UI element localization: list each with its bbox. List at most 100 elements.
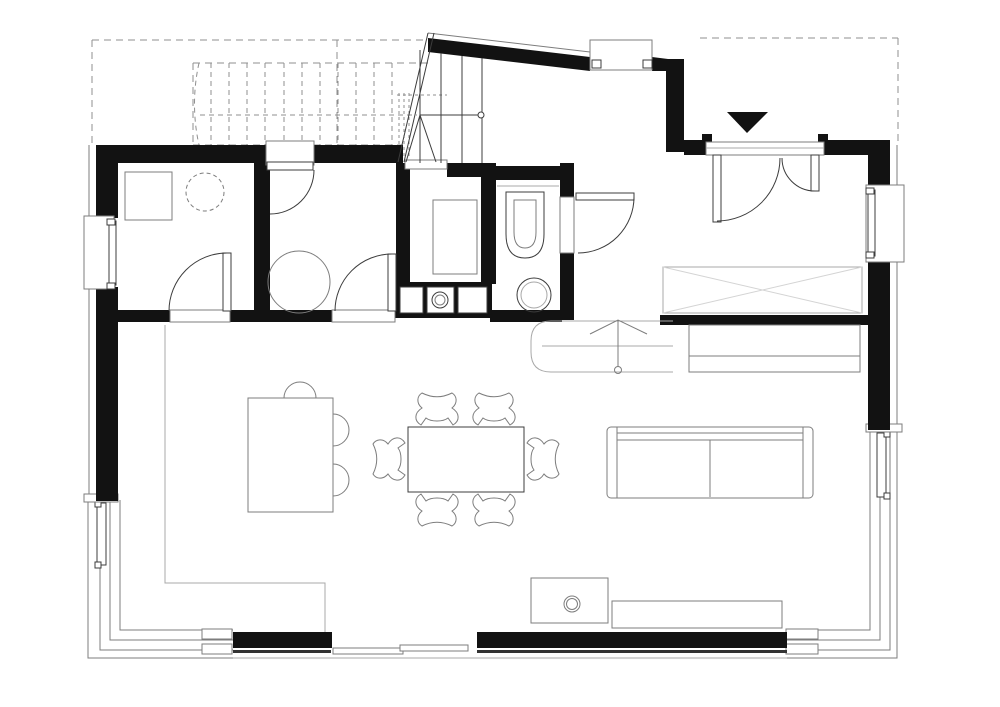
door-room1-leaf	[222, 252, 232, 312]
sliding-door-panel-b	[399, 644, 469, 652]
shaft-pipe-inner	[434, 294, 446, 306]
laundry-tub-circle	[267, 250, 331, 314]
stair-upper-door-opening	[265, 140, 315, 166]
window-north-handle-b	[642, 59, 653, 69]
side-table	[247, 397, 334, 513]
entry-jamb-right	[818, 134, 828, 143]
door-wc-swing	[577, 196, 635, 254]
wall-wc-right-upper	[560, 163, 574, 197]
shaft-box-a	[399, 286, 424, 314]
corner-window-left-sash	[96, 502, 107, 566]
wc-basin-outer	[516, 277, 552, 313]
window-left-handle-b	[106, 282, 116, 290]
facade-line-north	[427, 32, 591, 53]
stair-cut-line-a	[403, 32, 435, 163]
door-stair-leaf	[266, 161, 314, 171]
wall-rooms-bottom-b	[230, 310, 332, 322]
corner-window-right-1	[787, 430, 898, 659]
door-room1-threshold	[169, 309, 231, 323]
door-room2-leaf	[387, 253, 397, 312]
wall-top-left-b	[314, 145, 403, 163]
wardrobe-box	[662, 266, 863, 314]
dining-table	[407, 426, 525, 493]
appliance-box	[124, 171, 173, 221]
entrance-marker	[727, 112, 768, 133]
entry-door-leaf-main	[712, 154, 722, 223]
stool-arc-top	[283, 381, 317, 399]
door-room1-swing	[168, 252, 228, 312]
corner-window-right-block-b	[785, 643, 819, 655]
corner-window-right-2	[787, 430, 891, 651]
corner-window-left-3	[109, 500, 233, 641]
stair-walkline-start	[477, 111, 485, 119]
corner-window-right-block-a	[785, 628, 819, 640]
entry-jamb-left	[702, 134, 712, 143]
wall-room-divider	[254, 163, 270, 311]
stool-arc-right-1	[332, 413, 350, 447]
wall-left-upper	[96, 145, 118, 218]
wall-bottom-b	[477, 632, 787, 648]
door-stair-swing	[269, 169, 315, 215]
vent-outlet-circle	[614, 366, 622, 374]
dining-chair	[415, 493, 459, 527]
window-right-handle-b	[865, 251, 875, 259]
shaft-box-b	[426, 286, 455, 314]
sideboard	[688, 324, 861, 373]
window-left-handle-a	[106, 218, 116, 226]
dining-chair	[372, 437, 406, 481]
kitchen-island	[530, 577, 609, 624]
wall-hall-living	[660, 315, 873, 325]
toilet-inner	[513, 199, 537, 249]
sill-bottom-a	[233, 650, 331, 653]
wall-north-slanted	[428, 38, 590, 71]
kitchen-counter	[611, 600, 783, 629]
dining-chair	[526, 437, 560, 481]
door-room2-threshold	[331, 309, 396, 323]
wall-bottom-a	[233, 632, 332, 648]
door-wc-leaf	[575, 192, 635, 201]
corner-window-left-1	[87, 500, 233, 659]
island-sink-outer	[563, 595, 581, 613]
corner-window-left-block-b	[201, 643, 233, 655]
wall-bath-divider	[481, 163, 496, 284]
corner-window-left-4	[119, 500, 233, 631]
entry-door-swing-main	[716, 157, 781, 222]
dining-chair	[472, 392, 516, 426]
island-sink-inner	[566, 598, 578, 610]
corner-window-right-3	[787, 430, 881, 641]
wall-entry-west	[666, 59, 684, 152]
shaft-pipe-outer	[431, 291, 449, 309]
sliding-door-panel-a	[332, 647, 404, 655]
door-wc-jamb	[559, 196, 575, 254]
wall-top-right	[822, 140, 890, 155]
wardrobe-cross-2	[662, 266, 863, 314]
corner-window-right-sash	[876, 432, 887, 498]
wall-right-main	[868, 260, 890, 430]
entry-door-leaf-side	[810, 154, 820, 192]
wall-room2-right	[396, 163, 410, 284]
stair-threshold	[404, 159, 448, 170]
stool-arc-right-2	[332, 463, 350, 497]
wc-basin-inner	[520, 281, 548, 309]
vent-duct	[530, 320, 673, 373]
dining-chair	[415, 392, 459, 426]
dining-chair	[472, 493, 516, 527]
corner-window-right-handle-b	[883, 492, 891, 500]
entry-door-swing-side	[781, 157, 816, 192]
stair-winder-b	[419, 114, 437, 163]
window-right-sash	[867, 189, 876, 257]
shaft-box-c	[457, 286, 488, 314]
window-left-sash	[108, 220, 117, 286]
floor-edge-line	[164, 325, 326, 632]
shower-tray	[432, 199, 478, 275]
wall-stair-bottom	[447, 163, 493, 177]
wall-rooms-bottom-c	[490, 310, 562, 322]
corner-window-left-block-a	[201, 628, 233, 640]
corner-window-left-handle-b	[94, 561, 102, 569]
wall-window-east-stub	[652, 57, 668, 71]
stair-cut-line-b	[397, 32, 429, 163]
sill-bottom-b	[477, 650, 787, 653]
stair-winder-a	[405, 114, 421, 163]
